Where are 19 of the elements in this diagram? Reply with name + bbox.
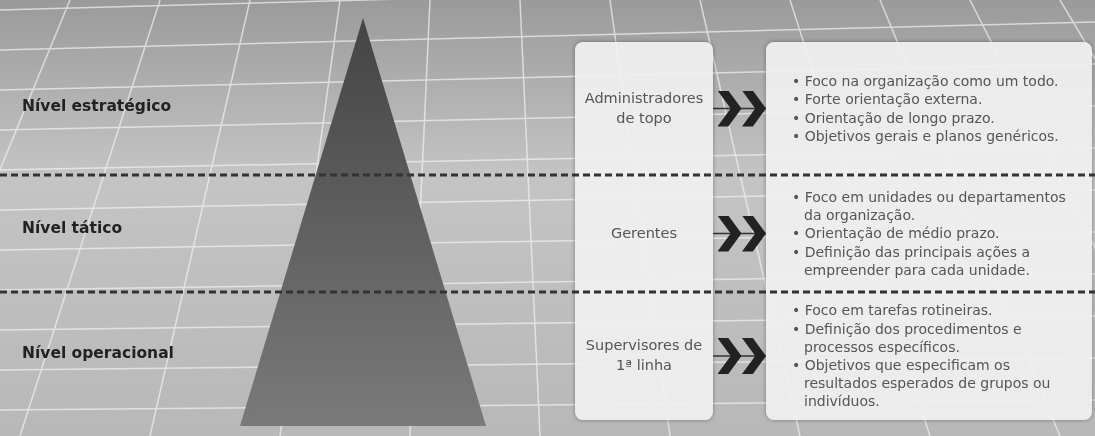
role-text: Gerentes [609, 223, 679, 243]
bullet-text: • Foco em unidades ou departamentos da organização. [792, 188, 1067, 225]
bullet-text: • Orientação de longo prazo. [792, 108, 996, 127]
level-label: Nível tático [22, 219, 123, 237]
bullet-text: • Forte orientação externa. [792, 90, 984, 109]
pyramid [240, 18, 486, 426]
role-text: Administradores de topo [583, 88, 705, 128]
bullet-text: • Definição dos procedimentos e processos específicos. [792, 319, 1023, 356]
panel [766, 42, 1092, 420]
bullet-text: • Orientação de médio prazo. [792, 224, 1001, 243]
bullet-text: • Objetivos gerais e planos genéricos. [792, 126, 1060, 145]
level-label: Nível estratégico [22, 97, 172, 115]
bullet-text: • Foco em tarefas rotineiras. [792, 301, 994, 320]
level-label: Nível operacional [22, 344, 174, 362]
bullet-text: • Objetivos que especificam os resultados esperados de grupos ou indivíduos. [792, 356, 1052, 411]
panel [575, 42, 713, 420]
bullet-text: • Foco na organização como um todo. [792, 72, 1060, 91]
bullet-text: • Definição das principais ações a empreender para cada unidade. [792, 242, 1032, 279]
role-text: Supervisores de 1ª linha [584, 336, 704, 375]
